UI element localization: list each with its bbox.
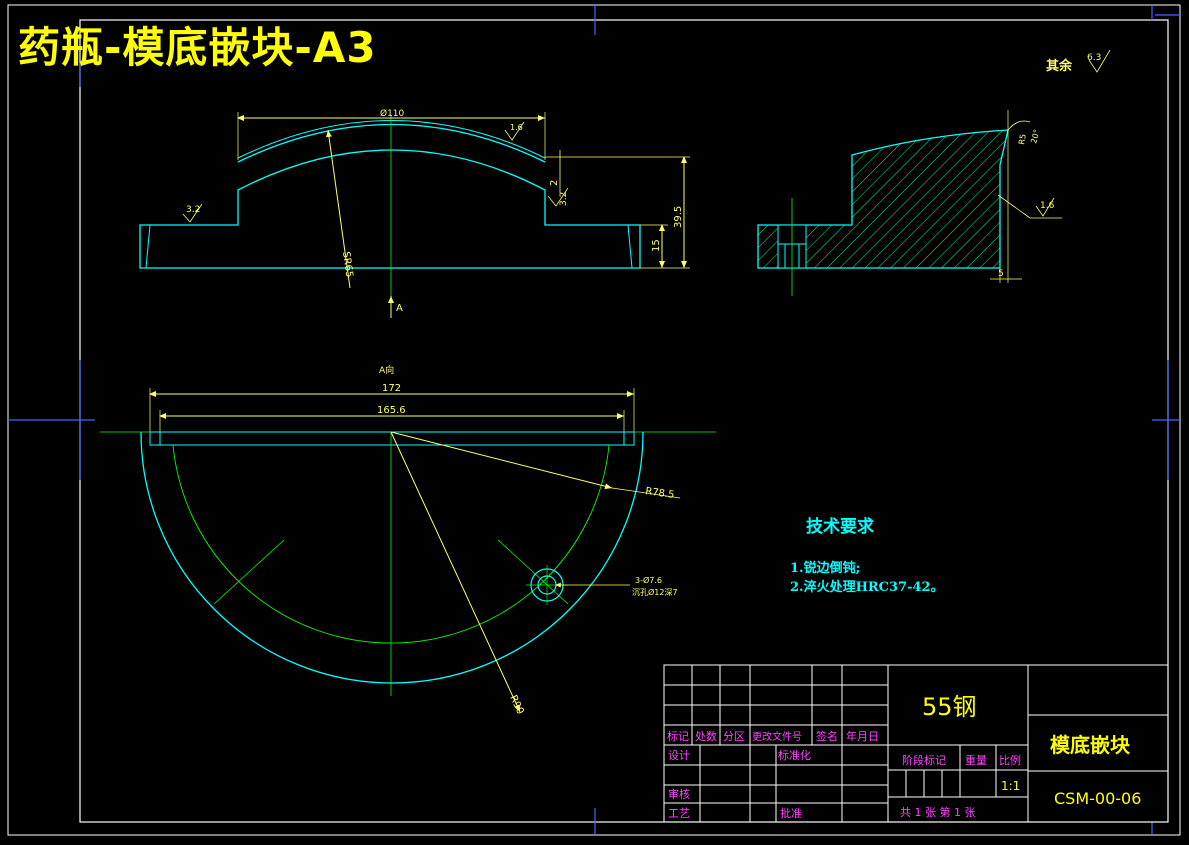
dim-r1: R78.5 xyxy=(645,486,675,501)
plan-view: A向 172 165.6 R78.5 R90 3-Ø7.6 沉孔Ø12深7 xyxy=(100,364,716,716)
tb-material: 55钢 xyxy=(922,693,977,721)
dim-angle: 20° xyxy=(1029,128,1041,144)
hole-note-1: 3-Ø7.6 xyxy=(635,575,662,585)
drawing-title: 药瓶-模底嵌块-A3 xyxy=(18,23,377,72)
dim-chamfer: R5 xyxy=(1017,133,1028,145)
dim-r2: R90 xyxy=(507,694,525,716)
dim-step: 2 xyxy=(549,180,560,186)
dim-radius: SR65 xyxy=(340,251,355,278)
rough-side: 1.6 xyxy=(1040,201,1055,211)
front-view-arc-inner xyxy=(237,123,546,163)
section-view: 5 R5 20° 1.6 xyxy=(757,110,1062,296)
tb-header-2: 处数 xyxy=(695,730,717,743)
tech-requirement-2: 2.淬火处理HRC37-42。 xyxy=(790,580,944,595)
dim-outer: 172 xyxy=(382,383,401,394)
title-block xyxy=(663,664,1169,823)
tb-header-4: 更改文件号 xyxy=(752,730,802,743)
tb-header-1: 标记 xyxy=(667,729,689,743)
tb-header-6: 年月日 xyxy=(846,729,879,743)
tech-requirement-1: 1.锐边倒钝; xyxy=(790,561,861,576)
front-view-outline xyxy=(139,149,641,269)
tb-scale: 1:1 xyxy=(1001,779,1020,793)
tb-standardize: 标准化 xyxy=(778,748,811,762)
tb-review: 审核 xyxy=(668,787,690,801)
tb-header-5: 签名 xyxy=(816,729,838,743)
outer-frame xyxy=(7,4,1181,836)
dim-width-label: Ø110 xyxy=(380,108,405,119)
centering-marks xyxy=(8,5,1180,835)
tech-requirements-title: 技术要求 xyxy=(806,517,874,537)
surface-note-value: 6.3 xyxy=(1087,53,1101,63)
rough-top: 1.6 xyxy=(510,123,523,132)
tb-part-name: 模底嵌块 xyxy=(1050,733,1131,757)
title-block-text: 标记 处数 分区 更改文件号 签名 年月日 设计 标准化 审核 工艺 批准 阶段… xyxy=(667,693,1141,820)
surface-note-label: 其余 xyxy=(1046,58,1073,74)
rough-right: 3.2 xyxy=(559,192,569,206)
tb-scale-label: 比例 xyxy=(999,753,1021,767)
tb-drawing-no: CSM-00-06 xyxy=(1054,789,1141,808)
plan-view-label: A向 xyxy=(379,364,394,376)
rough-left: 3.2 xyxy=(186,205,200,215)
plan-outer-arc xyxy=(140,431,644,684)
tb-design: 设计 xyxy=(668,749,690,762)
hole-note-2: 沉孔Ø12深7 xyxy=(632,587,678,597)
front-view: Ø110 39.5 15 2 SR65 3.2 3.2 1.6 A xyxy=(139,108,690,318)
dim-base: 15 xyxy=(651,239,662,252)
tb-approve: 批准 xyxy=(780,806,802,820)
tb-process: 工艺 xyxy=(668,807,690,820)
tb-weight: 重量 xyxy=(965,753,987,767)
tb-stage-mark: 阶段标记 xyxy=(902,753,946,767)
tb-sheets: 共 1 张 第 1 张 xyxy=(900,805,975,819)
view-marker: A xyxy=(396,303,403,314)
dim-inner: 165.6 xyxy=(377,405,406,416)
dim-height-total: 39.5 xyxy=(673,206,684,228)
tb-header-3: 分区 xyxy=(723,730,745,743)
dim-offset: 5 xyxy=(998,269,1004,279)
